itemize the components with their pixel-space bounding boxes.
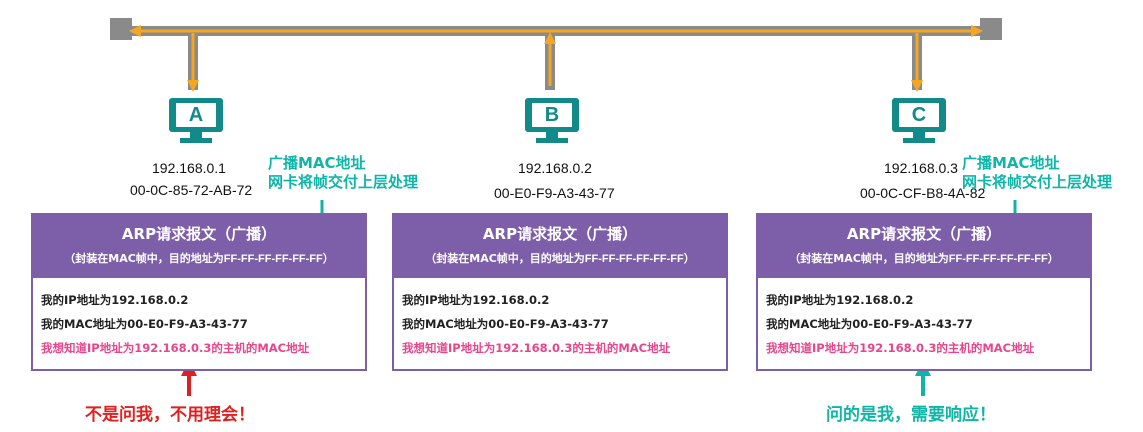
note-a-line2: 网卡将帧交付上层处理 [268,173,419,191]
host-c-ip: 192.168.0.3 [884,160,958,176]
arp-query-line: 我想知道IP地址为192.168.0.3的主机的MAC地址 [41,341,310,355]
computer-a[interactable]: A [166,96,256,166]
computer-icon [169,98,223,143]
response-c: 问的是我，需要响应！ [826,405,996,425]
response-a: 不是问我，不用理会！ [85,405,255,425]
arp-header: ARP请求报文（广播） （封装在MAC帧中，目的地址为FF-FF-FF-FF-F… [758,215,1090,278]
arp-header: ARP请求报文（广播） （封装在MAC帧中，目的地址为FF-FF-FF-FF-F… [394,215,726,278]
arp-mac-line: 我的MAC地址为00-E0-F9-A3-43-77 [41,317,248,331]
bus-terminator-right [980,18,1002,40]
host-b-mac: 00-E0-F9-A3-43-77 [494,185,615,201]
arp-ip-line: 我的IP地址为192.168.0.2 [766,293,914,307]
arp-ip-line: 我的IP地址为192.168.0.2 [41,293,189,307]
computer-label: C [911,104,927,126]
host-b-ip: 192.168.0.2 [518,160,592,176]
host-a-ip: 192.168.0.1 [152,160,226,176]
arp-box-b: ARP请求报文（广播） （封装在MAC帧中，目的地址为FF-FF-FF-FF-F… [392,213,728,371]
arp-subtitle: （封装在MAC帧中，目的地址为FF-FF-FF-FF-FF-FF） [64,252,334,265]
host-c-mac: 00-0C-CF-B8-4A-82 [860,185,986,201]
note-c-line1: 广播MAC地址 [962,154,1060,172]
computer-icon [892,98,946,143]
arp-subtitle: （封装在MAC帧中，目的地址为FF-FF-FF-FF-FF-FF） [425,252,695,265]
computer-icon [525,98,579,143]
arp-title: ARP请求报文（广播） [121,225,277,243]
arp-mac-line: 我的MAC地址为00-E0-F9-A3-43-77 [766,317,973,331]
arp-subtitle: （封装在MAC帧中，目的地址为FF-FF-FF-FF-FF-FF） [789,252,1059,265]
computer-b[interactable]: B [522,96,612,166]
arp-box-a: ARP请求报文（广播） （封装在MAC帧中，目的地址为FF-FF-FF-FF-F… [31,213,367,371]
arp-query-line: 我想知道IP地址为192.168.0.3的主机的MAC地址 [402,341,671,355]
arp-query-line: 我想知道IP地址为192.168.0.3的主机的MAC地址 [766,341,1035,355]
arp-title: ARP请求报文（广播） [846,225,1002,243]
arp-title: ARP请求报文（广播） [482,225,638,243]
host-a-mac: 00-0C-85-72-AB-72 [130,182,253,198]
note-c-line2: 网卡将帧交付上层处理 [962,173,1113,191]
note-a-line1: 广播MAC地址 [268,154,366,172]
note-c: 广播MAC地址 网卡将帧交付上层处理 [962,154,1112,192]
bus-terminator-left [110,18,132,40]
computer-label: A [188,104,204,126]
note-a: 广播MAC地址 网卡将帧交付上层处理 [268,154,418,192]
computer-label: B [544,104,560,126]
arp-mac-line: 我的MAC地址为00-E0-F9-A3-43-77 [402,317,609,331]
arp-ip-line: 我的IP地址为192.168.0.2 [402,293,550,307]
computer-c[interactable]: C [889,96,979,166]
arp-header: ARP请求报文（广播） （封装在MAC帧中，目的地址为FF-FF-FF-FF-F… [33,215,365,278]
arp-box-c: ARP请求报文（广播） （封装在MAC帧中，目的地址为FF-FF-FF-FF-F… [756,213,1092,371]
